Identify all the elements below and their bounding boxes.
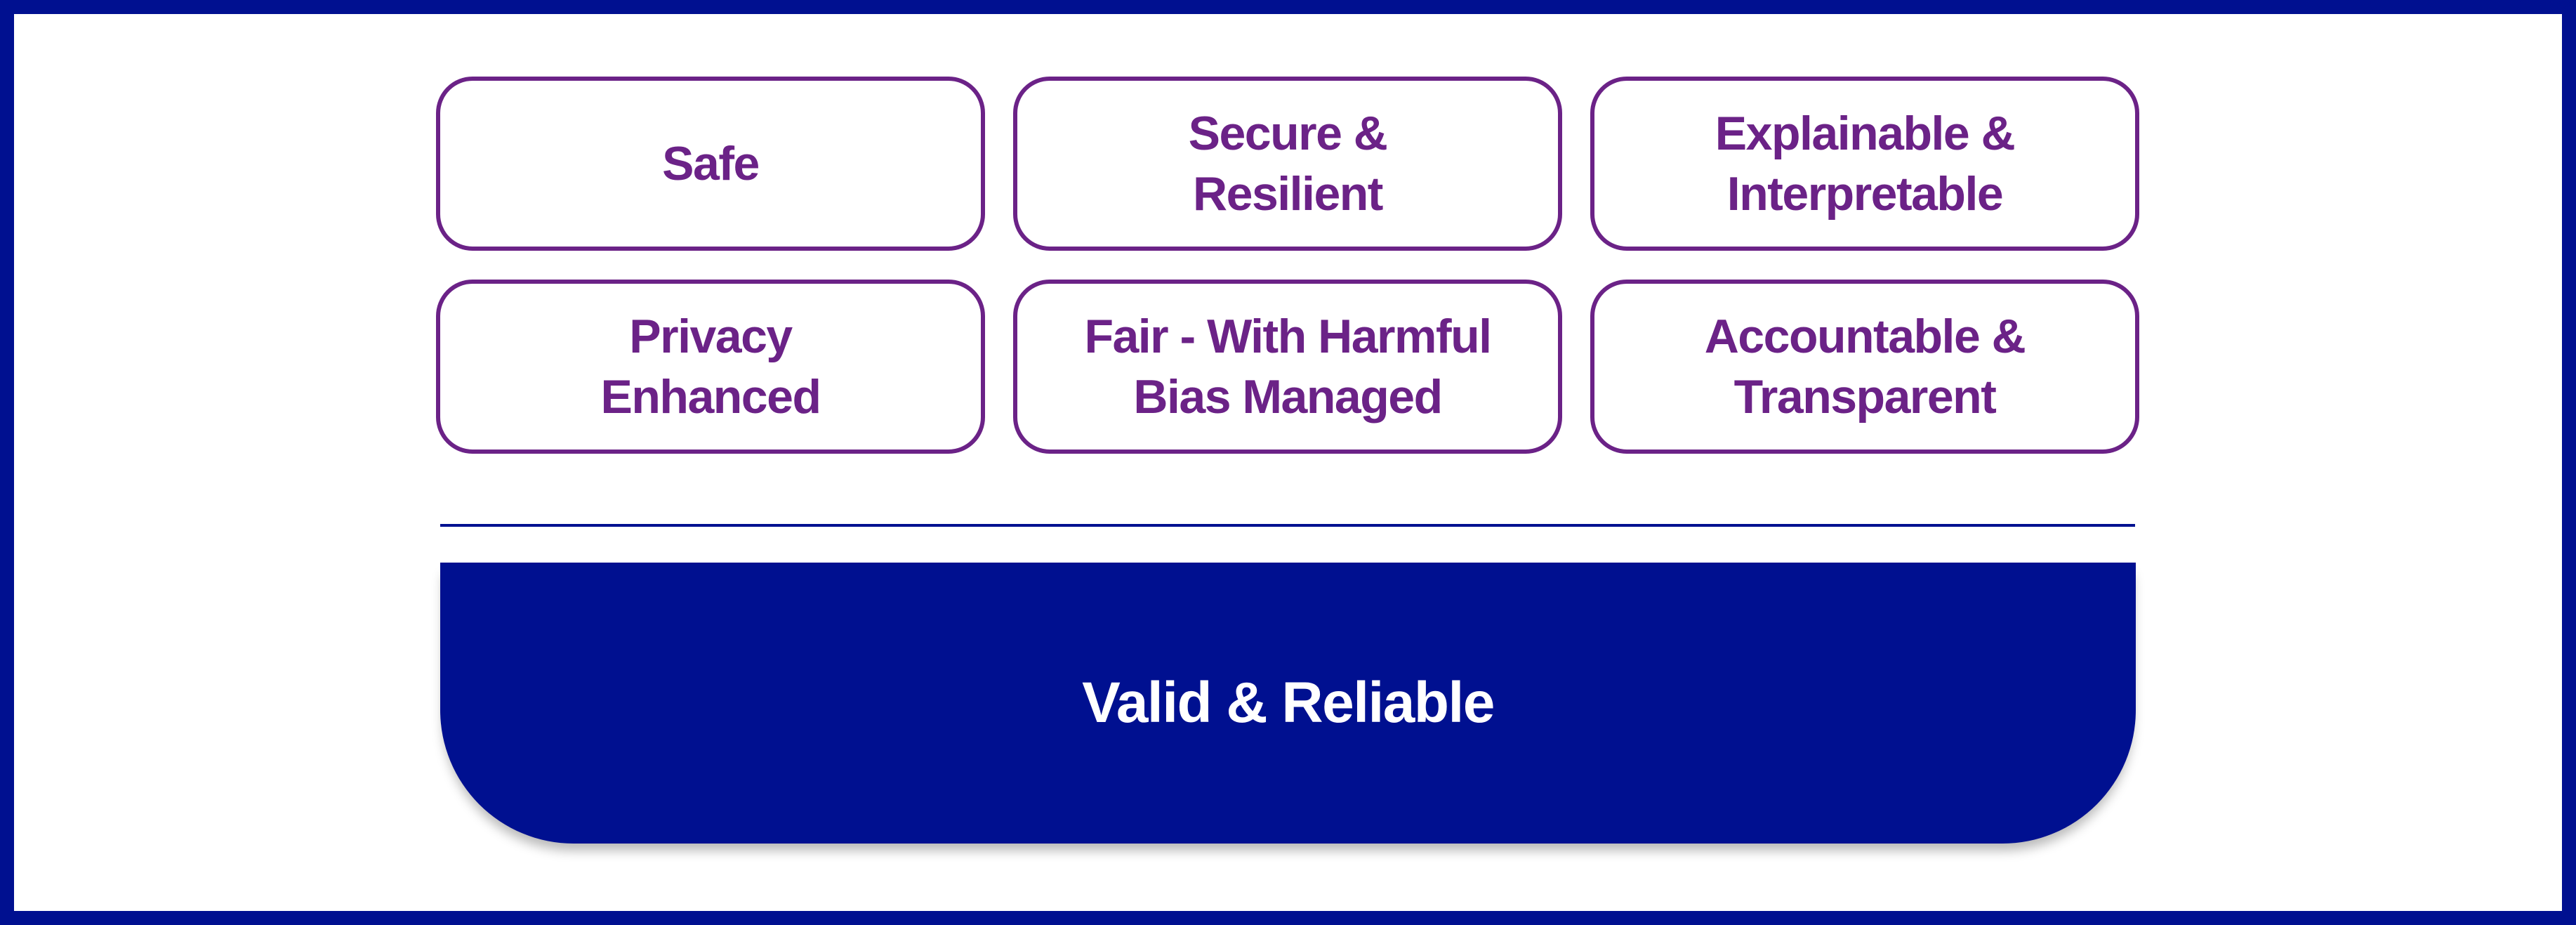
pillar-accountable-transparent: Accountable & Transparent — [1590, 280, 2139, 454]
pillar-label-line-1: Explainable & — [1715, 107, 2016, 160]
divider-line — [440, 524, 2135, 527]
pillar-label: Safe — [662, 137, 760, 190]
foundation-valid-reliable: Valid & Reliable — [440, 563, 2136, 844]
pillar-fair-bias-managed: Fair - With Harmful Bias Managed — [1013, 280, 1562, 454]
pillar-label-line-2: Transparent — [1733, 370, 1997, 424]
pillar-label-line-1: Fair - With Harmful — [1084, 310, 1492, 363]
pillar-label-line-2: Enhanced — [600, 370, 821, 424]
pillar-explainable-interpretable: Explainable & Interpretable — [1590, 77, 2139, 251]
pillar-secure-resilient: Secure & Resilient — [1013, 77, 1562, 251]
pillar-label-line-1: Secure & — [1188, 107, 1388, 160]
pillar-label-line-2: Interpretable — [1726, 167, 2004, 221]
pillar-privacy-enhanced: Privacy Enhanced — [436, 280, 985, 454]
pillar-label-line-2: Bias Managed — [1133, 370, 1443, 424]
foundation-label: Valid & Reliable — [1082, 671, 1495, 735]
pillar-label-line-1: Privacy — [629, 310, 793, 363]
pillar-label-line-1: Accountable & — [1704, 310, 2026, 363]
pillar-label-line-2: Resilient — [1193, 167, 1383, 221]
pillar-safe: Safe — [436, 77, 985, 251]
